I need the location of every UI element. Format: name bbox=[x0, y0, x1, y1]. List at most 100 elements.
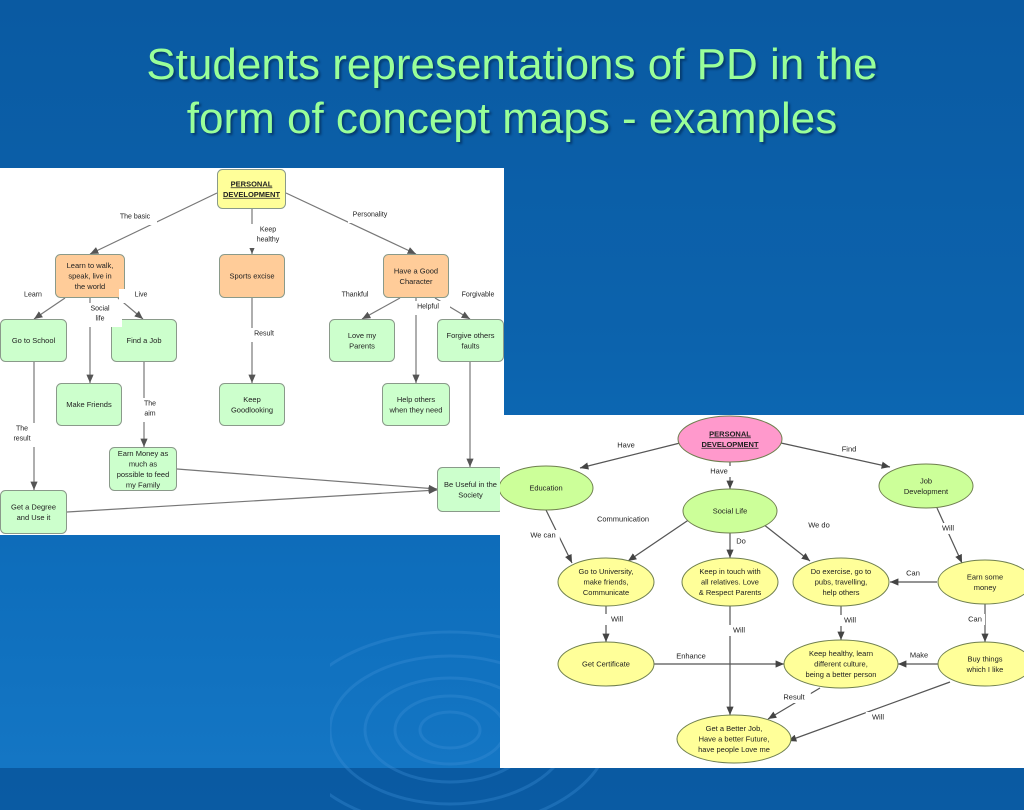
right-map-node-shape bbox=[937, 559, 1024, 605]
right-map-link-label-can2: Can bbox=[968, 615, 982, 624]
slide-title-line-1: Students representations of PD in the bbox=[146, 40, 878, 89]
right-map-link-label-find: Find bbox=[842, 445, 857, 454]
left-map-node-box bbox=[111, 319, 177, 362]
left-map-node-school: Go to School bbox=[0, 319, 67, 362]
right-map-link-label-bg bbox=[837, 615, 863, 626]
left-map-link-label-bg bbox=[0, 423, 44, 447]
right-map-link-label-bg bbox=[865, 712, 891, 723]
left-map-link-label-bg bbox=[78, 303, 122, 327]
right-map-link-label-bg bbox=[706, 466, 732, 477]
right-map-link-label-will5: Will bbox=[872, 713, 884, 722]
right-map-link-label-bg bbox=[613, 440, 639, 451]
left-map-link-line bbox=[176, 468, 438, 492]
left-map-link-line bbox=[361, 297, 401, 320]
left-map-node-box bbox=[109, 447, 177, 491]
left-map-link-label-bg bbox=[406, 301, 450, 315]
right-map-node-shape bbox=[557, 557, 655, 607]
right-map-node-label: Get a Better Job,Have a better Future,ha… bbox=[698, 724, 770, 754]
left-map-link-label-personality: Personality bbox=[353, 211, 388, 218]
right-map-link-label-wedo: We do bbox=[808, 521, 830, 530]
right-map-node-shape bbox=[682, 488, 778, 534]
left-map-node-box bbox=[329, 319, 395, 362]
left-map-node-box bbox=[437, 319, 504, 362]
left-map-node-box bbox=[217, 169, 286, 209]
right-map-link-label-have2: Have bbox=[710, 467, 728, 476]
slide-title-line-2: form of concept maps - examples bbox=[186, 94, 838, 143]
left-map-node-label: Go to School bbox=[12, 336, 56, 345]
right-map-node-shape bbox=[937, 641, 1024, 687]
left-map-node-box bbox=[219, 383, 285, 426]
left-map-link-label-bg bbox=[128, 398, 172, 422]
left-map-node-box bbox=[0, 319, 67, 362]
left-map-link-label-learn: Learn bbox=[24, 291, 42, 298]
right-map-link-line bbox=[579, 442, 681, 470]
left-map-node-box bbox=[219, 254, 285, 298]
right-map-node-shape bbox=[557, 641, 655, 687]
right-map-node-shape bbox=[783, 639, 899, 689]
right-map-node-label: Social Life bbox=[713, 507, 748, 516]
right-map-link-line bbox=[767, 687, 821, 720]
left-map-node-sports: Sports excise bbox=[219, 254, 285, 298]
right-map-link-label-make: Make bbox=[910, 651, 928, 660]
left-map-node-box bbox=[55, 254, 125, 298]
left-map-node-box bbox=[0, 490, 67, 534]
right-map-link-label-can1: Can bbox=[906, 569, 920, 578]
right-map-link-label-communication: Communication bbox=[597, 515, 649, 524]
right-map-link-label-will3: Will bbox=[733, 626, 745, 635]
left-map-link-label-bg bbox=[119, 289, 163, 303]
right-map-link-label-will1: Will bbox=[942, 524, 954, 533]
left-map-node-friends: Make Friends bbox=[56, 383, 122, 426]
left-map-link-label-bg bbox=[113, 211, 157, 225]
left-map-node-box bbox=[56, 383, 122, 426]
left-map-node-label: Find a Job bbox=[126, 336, 161, 345]
right-map-node-shape bbox=[677, 415, 783, 463]
left-map-link-line bbox=[66, 486, 438, 513]
right-map-link-label-bg bbox=[777, 692, 811, 703]
right-map-link-line bbox=[762, 523, 811, 562]
right-map-node-shape bbox=[878, 463, 974, 509]
right-map-node-social: Social Life bbox=[682, 488, 778, 534]
right-map-link-label-bg bbox=[836, 444, 862, 455]
right-map-node-education: Education bbox=[500, 465, 594, 511]
left-map-link-label-bg bbox=[11, 289, 55, 303]
right-map-node-shape bbox=[681, 557, 779, 607]
right-map-link-label-result: Result bbox=[783, 693, 805, 702]
left-map-link-label-basic: The basic bbox=[120, 213, 151, 220]
right-map-link-label-wecan: We can bbox=[530, 531, 555, 540]
right-map-link-label-bg bbox=[804, 520, 834, 531]
right-map-link-label-bg bbox=[903, 568, 923, 579]
right-map-node-shape bbox=[500, 465, 594, 511]
right-map-link-label-bg bbox=[935, 523, 961, 534]
left-map-link-label-live: Live bbox=[135, 291, 148, 298]
right-map-link-label-bg bbox=[965, 614, 985, 625]
left-map-node-label: Make Friends bbox=[66, 400, 112, 409]
